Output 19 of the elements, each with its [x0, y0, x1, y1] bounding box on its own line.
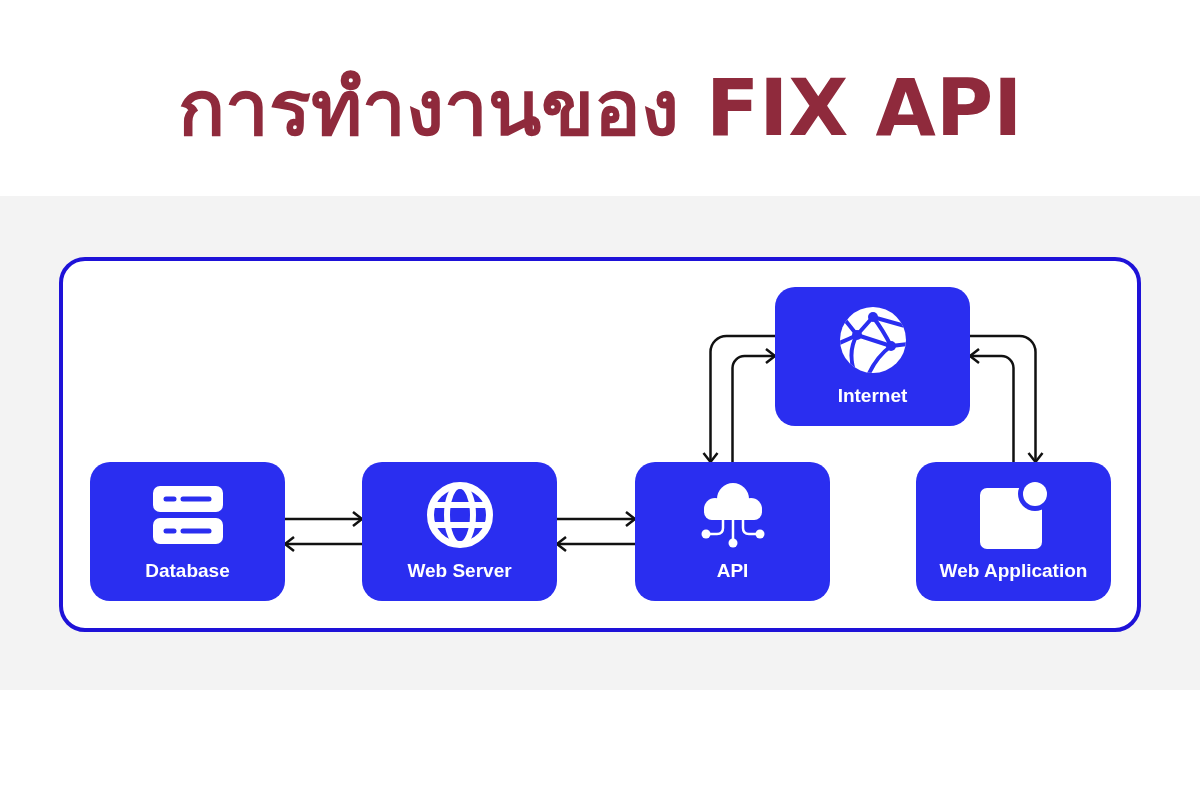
- node-label: Web Server: [407, 560, 512, 582]
- arrow: [283, 535, 362, 553]
- process-box: [635, 462, 830, 601]
- node-label: Database: [145, 560, 230, 582]
- arrow: [731, 347, 777, 462]
- node-label: API: [716, 560, 749, 582]
- process-box: [362, 462, 557, 601]
- process-box: [775, 287, 970, 426]
- node-label: Web Application: [939, 560, 1088, 582]
- arrow: [557, 510, 637, 528]
- arrow: [968, 347, 1015, 462]
- title: การทำงานของ FIX API: [177, 62, 1023, 154]
- arrow: [702, 334, 775, 464]
- process-box: [916, 462, 1111, 601]
- arrow: [285, 510, 364, 528]
- arrow: [555, 535, 635, 553]
- node-label: Internet: [837, 385, 908, 407]
- process-box: [90, 462, 285, 601]
- arrow: [970, 334, 1044, 464]
